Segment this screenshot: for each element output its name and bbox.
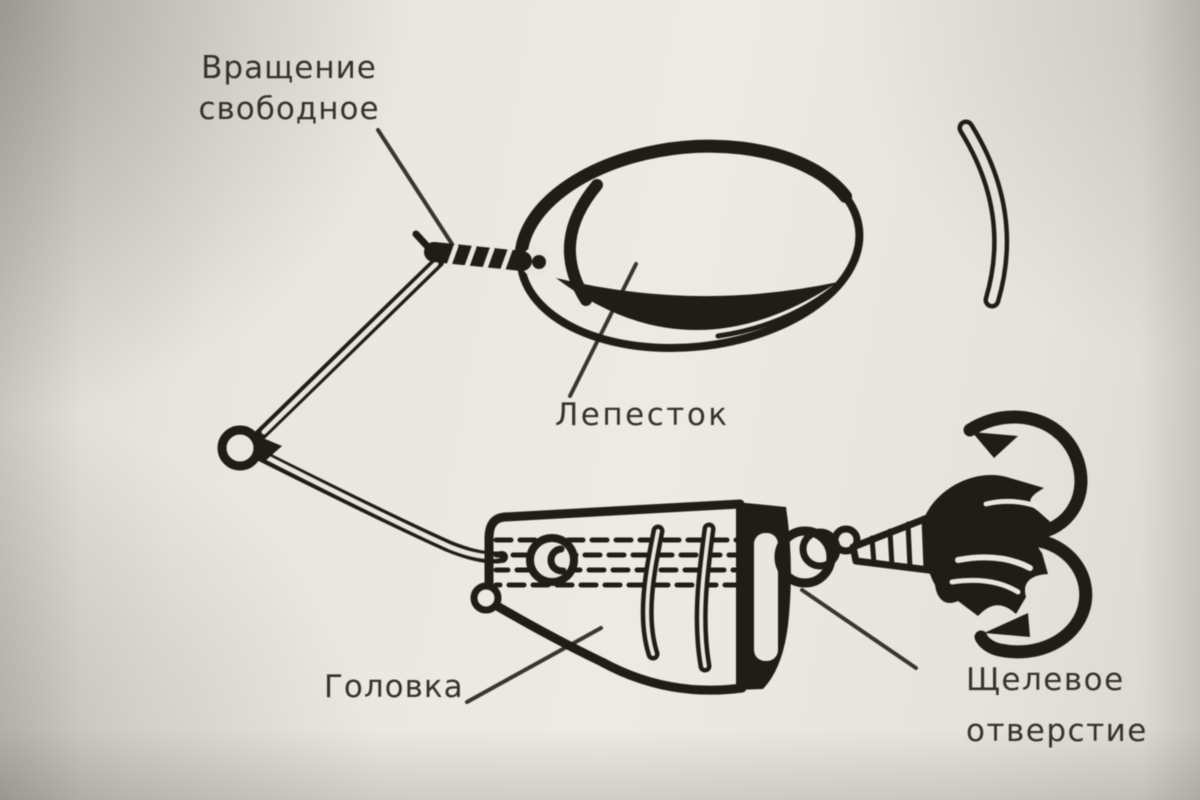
label-blade: Лепесток bbox=[555, 397, 730, 433]
hook-barb-bottom bbox=[984, 613, 1030, 637]
blade-inner-highlight bbox=[563, 179, 603, 306]
feather-highlight bbox=[949, 577, 1021, 595]
leader-head bbox=[465, 626, 603, 704]
lure-head bbox=[470, 499, 791, 695]
blade-shadow-crescent bbox=[556, 278, 838, 331]
head-chin-ring bbox=[470, 582, 502, 614]
coil-turn bbox=[445, 243, 459, 271]
head-eye-pupil bbox=[547, 545, 567, 575]
gill-mark-split bbox=[699, 527, 711, 668]
leader-blade bbox=[568, 262, 638, 398]
slot-opening bbox=[754, 533, 778, 661]
feather-highlight bbox=[955, 554, 1033, 571]
blade-inner-rim-line bbox=[715, 285, 837, 339]
wire-frame bbox=[217, 230, 532, 564]
coil-turn bbox=[499, 247, 513, 275]
line-tie-eyelet bbox=[217, 425, 263, 471]
feather-highlight bbox=[983, 498, 1039, 509]
shank-rib bbox=[869, 535, 877, 567]
blade-top-rim bbox=[514, 139, 853, 263]
shank-rib bbox=[887, 528, 895, 569]
hook-eye-loop bbox=[831, 525, 861, 555]
wire-arm-upper-core bbox=[261, 261, 439, 435]
gill-mark-split bbox=[645, 529, 660, 656]
label-rotation-free: Вращение свободное bbox=[198, 50, 380, 127]
shank-rib bbox=[905, 521, 913, 571]
wire-arm-lower-core bbox=[265, 455, 501, 560]
label-slot-opening: Щелевое отверстие bbox=[966, 662, 1148, 749]
blade-rivet-hole bbox=[532, 255, 546, 269]
hook-barb-top bbox=[972, 432, 1018, 458]
head-top-outline bbox=[484, 499, 745, 589]
blade-front-view bbox=[514, 139, 864, 353]
hook-bend-bottom bbox=[974, 534, 1093, 659]
blade-side-hollow bbox=[962, 124, 1005, 304]
hook-assembly bbox=[774, 410, 1093, 659]
leader-lines bbox=[376, 128, 918, 704]
wire-junction bbox=[258, 436, 282, 462]
head-belly-outline bbox=[492, 601, 747, 695]
label-head: Головка bbox=[324, 669, 464, 705]
leader-rotation bbox=[376, 128, 454, 246]
coil-turn bbox=[463, 244, 477, 272]
feather-tail bbox=[923, 475, 1056, 616]
coil-turn bbox=[481, 246, 495, 274]
leader-slot bbox=[800, 588, 918, 670]
blade-side-view bbox=[957, 119, 1010, 309]
wire-tag-end bbox=[412, 230, 442, 262]
